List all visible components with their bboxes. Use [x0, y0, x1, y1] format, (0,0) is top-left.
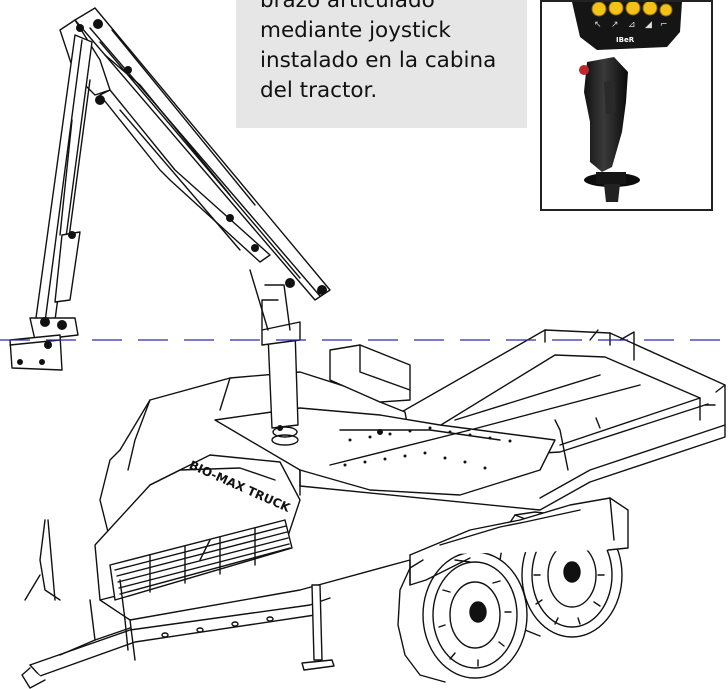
- button-symbol-4: ◢: [645, 20, 652, 30]
- front-wheel: [397, 551, 528, 683]
- button-symbol-1: ↖: [594, 20, 602, 30]
- caption-text: brazo articulado mediante joystick insta…: [260, 0, 525, 106]
- hopper-body: BIO-MAX TRUCK: [94, 344, 556, 661]
- caption-line-4: del tractor.: [260, 78, 378, 103]
- wheels: [397, 497, 629, 683]
- caption-line-3: instalado en la cabina: [260, 48, 497, 73]
- caption-line-2: mediante joystick: [260, 18, 451, 43]
- caption-box: [236, 0, 527, 128]
- joystick-photo: ↖ ↗ ⊿ ◢ ⌐ IBeR: [540, 0, 713, 211]
- drawbar: [21, 519, 335, 689]
- joystick-illustration: ↖ ↗ ⊿ ◢ ⌐ IBeR: [572, 0, 682, 202]
- joystick-brand: IBeR: [616, 36, 635, 44]
- button-symbol-3: ⊿: [628, 20, 636, 30]
- button-symbol-5: ⌐: [660, 20, 668, 30]
- red-trigger-icon: [579, 65, 589, 75]
- crane-boom: [9, 7, 383, 435]
- button-symbol-2: ↗: [611, 20, 619, 30]
- caption-line-1: brazo articulado: [260, 0, 435, 13]
